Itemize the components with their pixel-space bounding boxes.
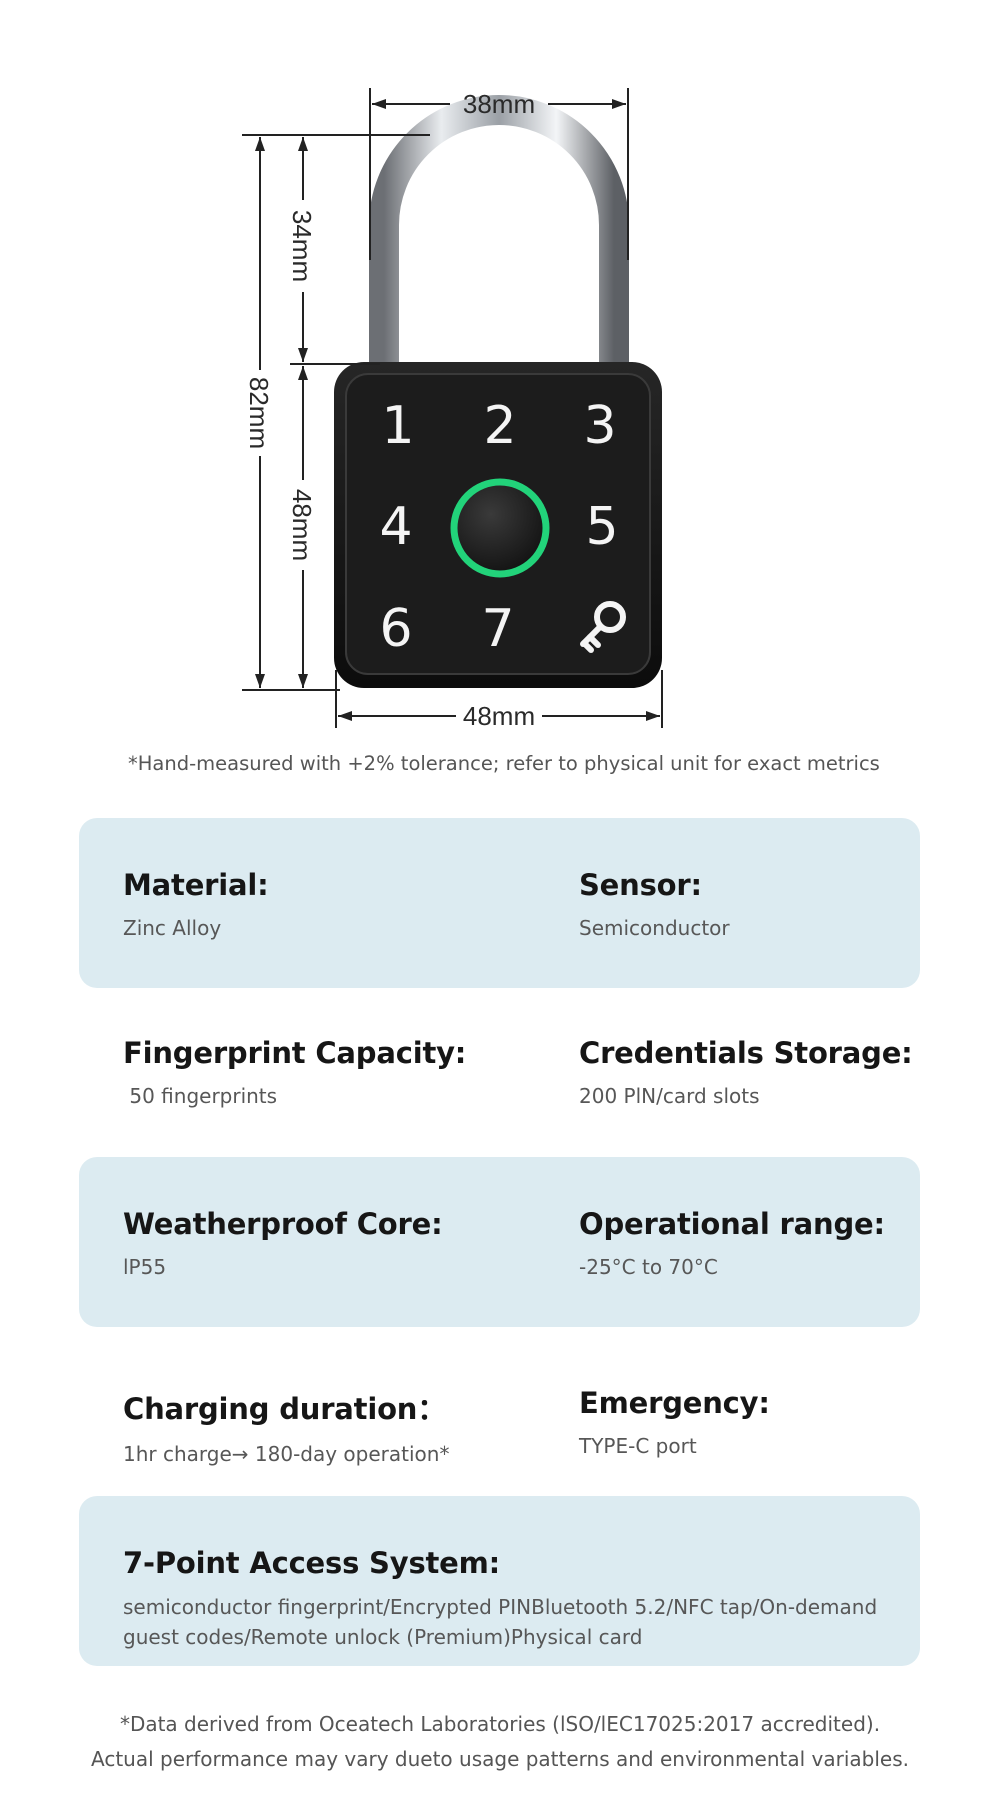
- data-source-footnote: *Data derived from Oceatech Laboratories…: [0, 1707, 1000, 1777]
- spec-fingerprint-capacity: Fingerprint Capacity: 50 fingerprints: [123, 1036, 466, 1108]
- dim-shackle-height: 34mm: [287, 210, 317, 282]
- spec-label: Fingerprint Capacity:: [123, 1036, 467, 1070]
- dim-body-height: 48mm: [287, 489, 317, 561]
- spec-label: Credentials Storage:: [579, 1036, 913, 1070]
- spec-label: Charging duration：: [123, 1392, 447, 1426]
- spec-row-charging: Charging duration： 1hr charge→ 180-day o…: [79, 1336, 920, 1506]
- spec-weatherproof-core: Weatherproof Core: lP55: [123, 1207, 443, 1279]
- key-6: 6: [379, 599, 412, 659]
- dim-width-bottom: 48mm: [463, 701, 535, 731]
- key-icon: [580, 601, 626, 653]
- key-4: 4: [379, 497, 412, 557]
- spec-label: 7-Point Access System:: [123, 1546, 501, 1580]
- spec-label: Sensor:: [579, 868, 702, 902]
- spec-value: lP55: [123, 1255, 167, 1279]
- dimension-arrows: [255, 99, 660, 721]
- spec-row-capacity: Fingerprint Capacity: 50 fingerprints Cr…: [79, 986, 920, 1156]
- spec-row-access-system: 7-Point Access System: semiconductor fin…: [79, 1496, 920, 1666]
- spec-value: 200 PlN/card slots: [579, 1084, 760, 1108]
- spec-charging-duration: Charging duration： 1hr charge→ 180-day o…: [123, 1386, 449, 1466]
- spec-value: TYPE-C port: [579, 1434, 697, 1458]
- spec-value: Zinc Alloy: [123, 916, 222, 940]
- shackle: [369, 95, 629, 370]
- spec-value: 1hr charge→ 180-day operation*: [123, 1442, 450, 1466]
- spec-value: Semiconductor: [579, 916, 730, 940]
- padlock-diagram: 1 2 3 4 5 6 7: [242, 88, 663, 731]
- spec-row-material: Material: Zinc Alloy Sensor: Semiconduct…: [79, 818, 920, 988]
- tolerance-note: *Hand-measured with +2% tolerance; refer…: [128, 752, 880, 775]
- footnote-line-1: *Data derived from Oceatech Laboratories…: [119, 1712, 881, 1736]
- spec-label: Operational range:: [579, 1207, 885, 1241]
- spec-value: 50 fingerprints: [123, 1084, 278, 1108]
- spec-operational-range: Operational range: -25°C to 70°C: [579, 1207, 885, 1279]
- spec-access-system: 7-Point Access System: semiconductor fin…: [123, 1546, 883, 1652]
- key-5: 5: [585, 497, 618, 557]
- spec-row-weatherproof: Weatherproof Core: lP55 Operational rang…: [79, 1157, 920, 1327]
- dimension-figure: 1 2 3 4 5 6 7: [0, 0, 1000, 760]
- spec-value: -25°C to 70°C: [579, 1255, 718, 1279]
- key-1: 1: [381, 396, 414, 456]
- spec-credentials-storage: Credentials Storage: 200 PlN/card slots: [579, 1036, 913, 1108]
- spec-label: Material:: [123, 868, 269, 902]
- spec-value: semiconductor fingerprint/Encrypted PINB…: [123, 1595, 878, 1649]
- spec-sensor: Sensor: Semiconductor: [579, 868, 730, 940]
- key-7: 7: [481, 599, 514, 659]
- fingerprint-sensor: [450, 478, 550, 578]
- spec-label: Emergency:: [579, 1386, 770, 1420]
- key-3: 3: [583, 396, 616, 456]
- spec-label: Weatherproof Core:: [123, 1207, 443, 1241]
- spec-material: Material: Zinc Alloy: [123, 868, 269, 940]
- dim-total-height: 82mm: [244, 377, 274, 449]
- spec-emergency: Emergency: TYPE-C port: [579, 1386, 770, 1458]
- key-2: 2: [483, 396, 516, 456]
- dim-width-top: 38mm: [463, 89, 535, 119]
- footnote-line-2: Actual performance may vary dueto usage …: [91, 1747, 909, 1771]
